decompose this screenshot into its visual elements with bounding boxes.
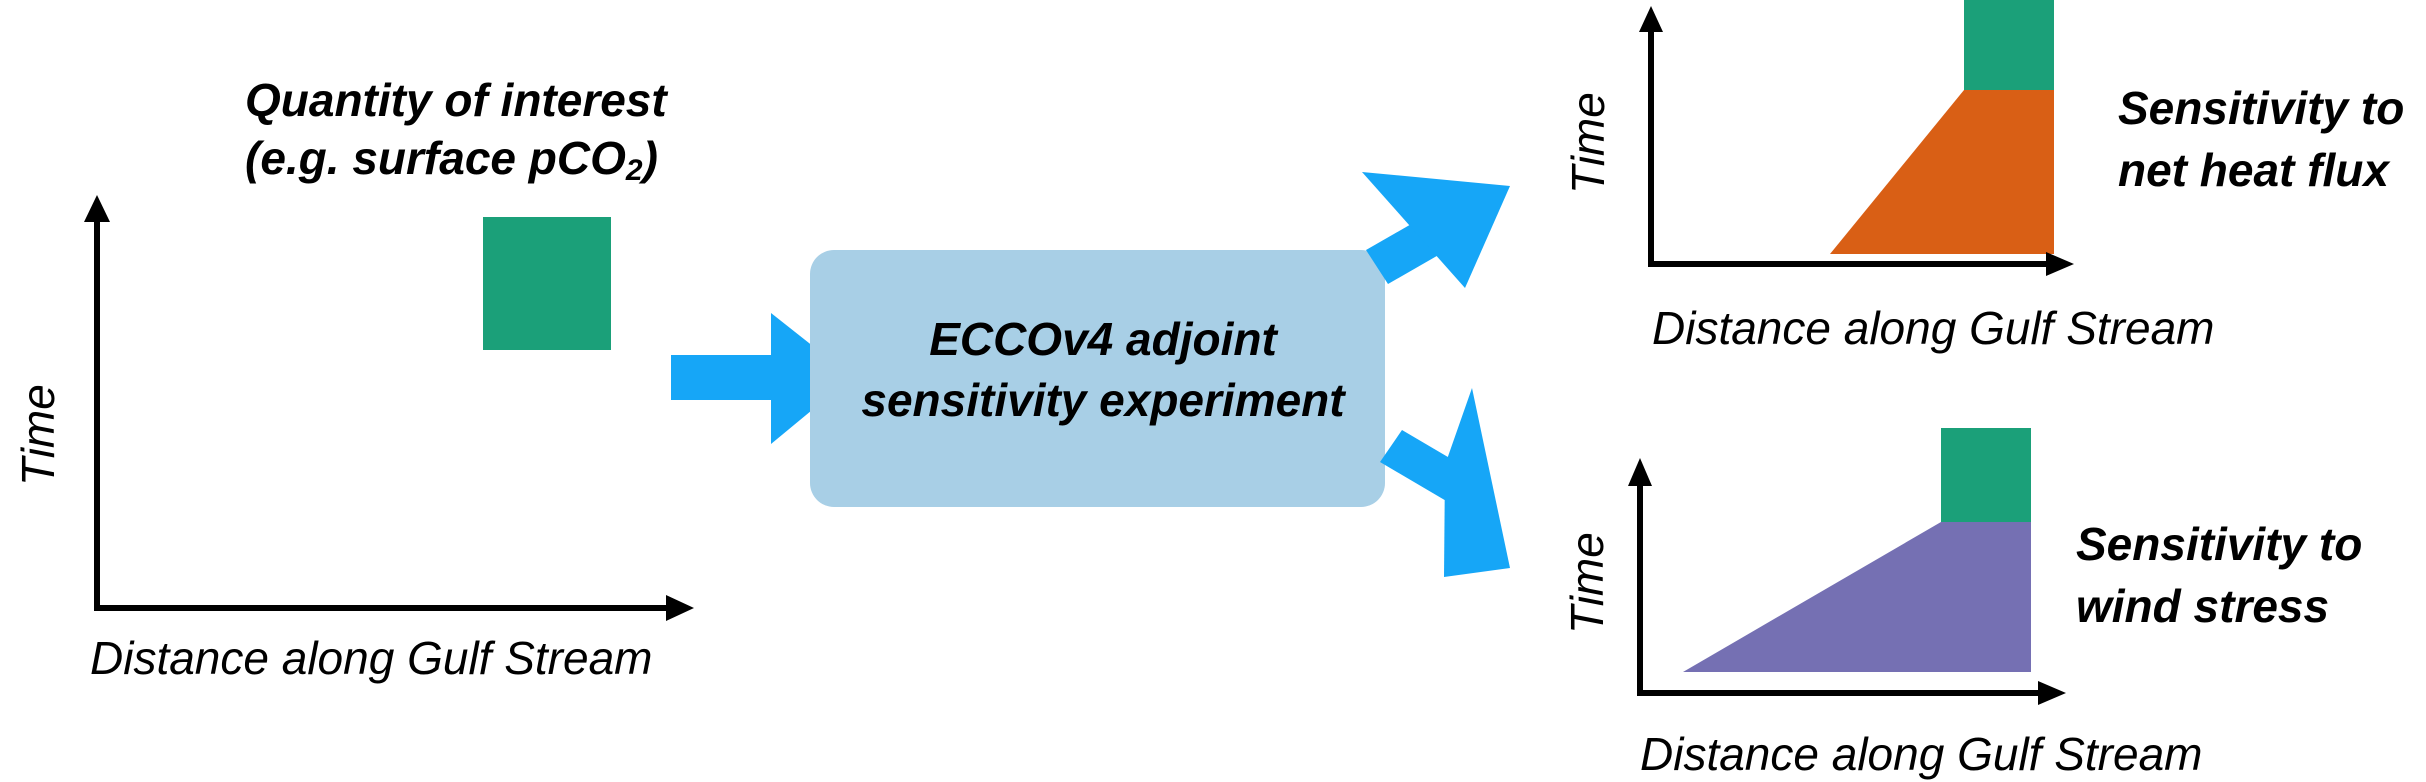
heat-flux-x-label: Distance along Gulf Stream xyxy=(1652,302,2215,354)
input-x-label: Distance along Gulf Stream xyxy=(90,632,653,684)
wind-stress-quantity-square xyxy=(1941,428,2031,522)
wind-stress-x-arrowhead xyxy=(2038,681,2066,705)
output-arrow-bottom xyxy=(1380,388,1510,577)
heat-flux-sensitivity-region xyxy=(1830,90,2054,254)
wind-stress-sensitivity-region xyxy=(1683,522,2031,672)
input-title-line1: Quantity of interest xyxy=(245,74,668,126)
box-line2: sensitivity experiment xyxy=(861,374,1346,426)
box-line1: ECCOv4 adjoint xyxy=(929,313,1278,365)
wind-stress-title-line2: wind stress xyxy=(2076,580,2329,632)
input-panel: Quantity of interest (e.g. surface pCO2)… xyxy=(12,74,694,684)
input-title-line2: (e.g. surface pCO2) xyxy=(245,132,658,187)
heat-flux-x-arrowhead xyxy=(2046,252,2074,276)
wind-stress-y-label: Time xyxy=(1561,532,1613,634)
wind-stress-title-line1: Sensitivity to xyxy=(2076,518,2362,570)
wind-stress-x-label: Distance along Gulf Stream xyxy=(1640,728,2203,780)
input-y-arrowhead xyxy=(84,195,110,222)
heat-flux-panel: Time Distance along Gulf Stream Sensitiv… xyxy=(1562,0,2404,354)
input-title-subscript: 2 xyxy=(625,154,643,187)
heat-flux-quantity-square xyxy=(1964,0,2054,90)
quantity-square xyxy=(483,217,611,350)
heat-flux-y-arrowhead xyxy=(1639,6,1663,32)
wind-stress-panel: Time Distance along Gulf Stream Sensitiv… xyxy=(1561,428,2362,780)
heat-flux-title-line2: net heat flux xyxy=(2118,144,2391,196)
output-arrow-top xyxy=(1362,172,1510,288)
heat-flux-y-label: Time xyxy=(1562,92,1614,194)
heat-flux-title-line1: Sensitivity to xyxy=(2118,82,2404,134)
input-x-arrowhead xyxy=(666,595,694,621)
wind-stress-y-arrowhead xyxy=(1628,458,1652,486)
input-y-label: Time xyxy=(12,384,64,486)
adjoint-experiment-box: ECCOv4 adjoint sensitivity experiment xyxy=(810,250,1385,507)
